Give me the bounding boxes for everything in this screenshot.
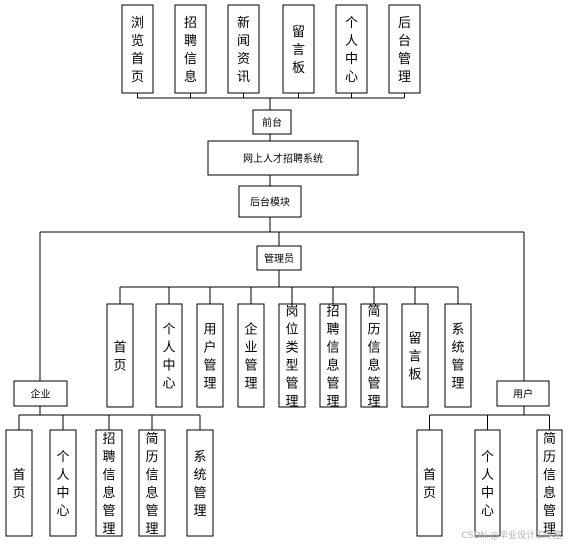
user-item-1-label: 个人中心 [481, 450, 494, 519]
user-node-label: 用户 [513, 388, 533, 401]
admin-item-3 [237, 303, 265, 408]
admin-item-6-label: 简历信息管理 [367, 304, 380, 410]
company-item-4-label: 系统管理 [193, 450, 206, 519]
user-node [496, 380, 550, 407]
admin-item-0-label: 首页 [113, 341, 126, 374]
user-item-1 [474, 429, 501, 537]
company-item-2-label: 招聘信息管理 [102, 432, 115, 537]
watermark: CSDN @毕业设计工作室 [461, 529, 562, 541]
front-item-3 [282, 4, 315, 94]
admin-item-4-label: 岗位类型管理 [285, 305, 298, 410]
admin-item-2-label: 用户管理 [203, 323, 216, 392]
user-item-0-label: 首页 [423, 468, 436, 501]
company-item-3 [138, 429, 166, 537]
front-item-4 [335, 4, 368, 94]
admin-item-0 [106, 303, 134, 408]
admin-item-6 [360, 303, 388, 408]
admin-node [256, 245, 302, 271]
system-node-label: 网上人才招聘系统 [243, 152, 323, 165]
admin-item-1 [155, 303, 183, 408]
user-item-2-label: 简历信息管理 [543, 431, 556, 537]
front-item-0 [121, 4, 154, 94]
company-item-0-label: 首页 [12, 468, 25, 501]
company-item-3-label: 简历信息管理 [145, 431, 158, 537]
admin-item-5 [319, 303, 347, 408]
front-item-5 [388, 4, 421, 94]
user-item-0 [416, 429, 443, 537]
company-node [13, 380, 68, 407]
front-item-0-label: 浏览首页 [131, 15, 144, 85]
front-item-1 [174, 4, 207, 94]
company-node-label: 企业 [31, 388, 51, 401]
admin-item-7 [401, 303, 429, 408]
admin-item-1-label: 个人中心 [162, 323, 175, 392]
company-item-1 [49, 429, 77, 537]
front-item-2 [227, 4, 260, 94]
front-item-1-label: 招聘信息 [184, 16, 197, 85]
front-item-3-label: 留言板 [292, 25, 305, 76]
system-node [207, 140, 359, 176]
admin-node-label: 管理员 [264, 252, 294, 265]
admin-item-7-label: 留言板 [408, 332, 421, 383]
company-item-4 [186, 429, 214, 537]
front-item-5-label: 后台管理 [398, 16, 411, 85]
backend-node-label: 后台模块 [250, 196, 290, 209]
company-item-2 [95, 429, 123, 537]
front-item-4-label: 个人中心 [345, 16, 358, 85]
user-item-2 [536, 429, 563, 537]
admin-item-8-label: 系统管理 [451, 323, 464, 392]
admin-item-4 [278, 303, 306, 408]
admin-item-8 [444, 303, 472, 408]
front-node [252, 109, 292, 135]
admin-item-5-label: 招聘信息管理 [326, 305, 339, 410]
company-item-1-label: 个人中心 [56, 450, 69, 519]
company-item-0 [5, 429, 33, 537]
front-node-label: 前台 [262, 116, 282, 129]
admin-item-2 [196, 303, 224, 408]
front-item-2-label: 新闻资讯 [237, 15, 250, 85]
admin-item-3-label: 企业管理 [244, 322, 257, 392]
backend-node [238, 185, 302, 218]
